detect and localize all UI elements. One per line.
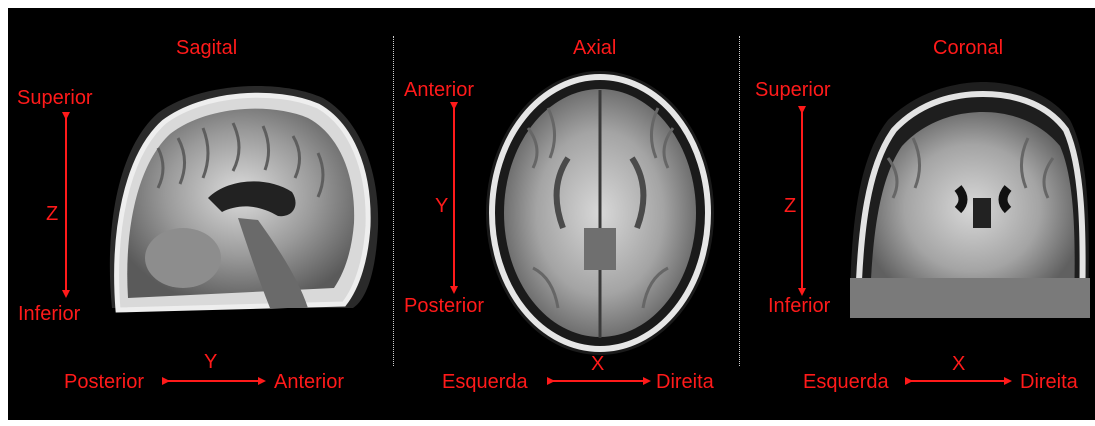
sagittal-horizontal-axis: Y [204,350,217,374]
axial-title: Axial [573,36,616,60]
coronal-left-label: Esquerda [803,370,889,394]
sagittal-bottom-label: Inferior [18,302,80,326]
axial-mri-slice [486,71,714,355]
sagittal-left-label: Posterior [64,370,144,394]
figure-panel: Sagital Superior Z Inferior Y Posterior … [8,8,1095,420]
figure-graphics [8,8,1095,420]
coronal-top-label: Superior [755,78,831,102]
sagittal-vertical-axis: Z [46,202,58,226]
sagittal-right-label: Anterior [274,370,344,394]
axial-horizontal-axis: X [591,352,604,376]
coronal-right-label: Direita [1020,370,1078,394]
axial-top-label: Anterior [404,78,474,102]
coronal-vertical-axis: Z [784,194,796,218]
axial-left-label: Esquerda [442,370,528,394]
coronal-horizontal-axis: X [952,352,965,376]
axial-bottom-label: Posterior [404,294,484,318]
coronal-bottom-label: Inferior [768,294,830,318]
axial-vertical-axis: Y [435,194,448,218]
sagittal-top-label: Superior [17,86,93,110]
coronal-title: Coronal [933,36,1003,60]
sagittal-title: Sagital [176,36,237,60]
sagittal-mri-slice [110,86,378,310]
axial-right-label: Direita [656,370,714,394]
coronal-mri-slice [850,82,1090,318]
